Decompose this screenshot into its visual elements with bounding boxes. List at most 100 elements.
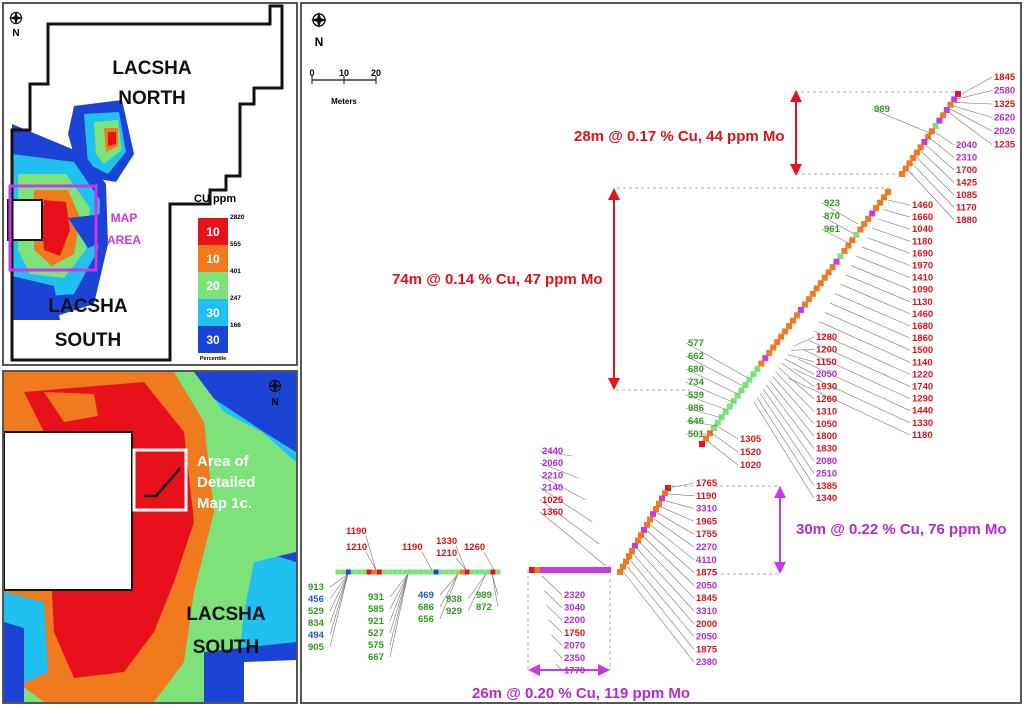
seg6bottom-label: 585 <box>368 604 385 615</box>
seg2right-label: 1040 <box>912 224 933 235</box>
seg6-trace-sample <box>433 569 439 575</box>
seg6bottom-leader <box>329 573 349 624</box>
seg4-label: 1755 <box>696 529 718 540</box>
seg6-trace-sample <box>407 569 413 575</box>
seg6bottom-label: 872 <box>476 602 492 613</box>
seg2-trace-sample <box>774 339 781 346</box>
seg6bottom-leader <box>467 573 487 600</box>
legend-title: CU ppm <box>194 193 236 205</box>
seg6bottom-label: 527 <box>368 628 384 639</box>
legend-threshold-2: 555 <box>230 241 241 248</box>
seg3right-leader <box>705 439 739 466</box>
interval-arrows <box>528 90 802 676</box>
seg2-trace-sample <box>833 258 840 265</box>
seg1-leader <box>955 90 993 100</box>
seg6top-leader <box>421 551 433 571</box>
north-label: N <box>271 397 278 408</box>
seg1-label: 2620 <box>994 113 1015 124</box>
detail-label-line2: Detailed <box>197 474 255 491</box>
seg6bottom-label: 494 <box>308 630 325 641</box>
seg2right-label: 1330 <box>912 418 933 429</box>
seg2mid-label: 1150 <box>816 357 837 368</box>
seg3left-leader <box>685 420 718 427</box>
seg5bottom-leader <box>553 649 563 659</box>
seg2-trace-sample <box>861 221 868 228</box>
seg4-label: 1190 <box>696 491 717 502</box>
seg6top-leader <box>365 535 377 571</box>
seg1-trace-sample <box>951 96 958 103</box>
seg2-trace-sample <box>825 269 832 276</box>
seg2right-label: 1460 <box>912 200 933 211</box>
seg4-trace-sample <box>656 500 662 507</box>
overview-cutout <box>7 199 43 241</box>
seg2-trace-sample <box>797 306 804 313</box>
seg3left-label: 577 <box>688 338 704 349</box>
seg5bottom-label: 2350 <box>564 653 585 664</box>
seg2mid-label: 2050 <box>816 369 837 380</box>
seg4-leader <box>634 546 695 612</box>
seg6bottom-leader <box>439 573 459 620</box>
seg5-trace-sample <box>556 567 563 573</box>
interval-label-3: 30m @ 0.22 % Cu, 76 ppm Mo <box>796 521 1007 538</box>
seg2right-leader <box>793 368 911 424</box>
seg2-trace-sample <box>853 231 860 238</box>
seg4-leader <box>667 482 695 489</box>
seg2right-leader <box>819 321 911 363</box>
north-arrow-icon <box>9 11 23 25</box>
seg2right-leader <box>861 246 911 266</box>
seg6bottom-label: 989 <box>476 590 492 601</box>
scale-tick-0: 0 <box>309 68 314 78</box>
north-arrow-icon <box>311 12 327 28</box>
seg2right-label: 1440 <box>912 406 933 417</box>
seg2right-leader <box>866 237 911 254</box>
seg2right-leader <box>824 312 911 351</box>
seg4-label: 1875 <box>696 644 718 655</box>
seg1-trace-sample <box>932 123 939 129</box>
seg6-trace-sample <box>371 569 377 575</box>
seg2right-label: 1970 <box>912 261 933 272</box>
seg1-leader <box>947 111 993 145</box>
seg6top-label: 1260 <box>464 542 485 553</box>
seg2mid-label: 1930 <box>816 382 837 393</box>
seg1-trace-sample <box>917 144 924 151</box>
seg5top-label: 2440 <box>542 446 563 457</box>
panel-detail-map: N 0 10 20 Meters 28 <box>300 2 1022 704</box>
seg6-trace-sample <box>376 569 382 575</box>
seg4-trace-sample <box>644 521 650 528</box>
seg6bottom-leader <box>467 573 487 612</box>
seg5bottom-label: 2320 <box>564 590 585 601</box>
seg1-trace-sample <box>902 165 909 172</box>
seg2right-leader <box>872 227 911 242</box>
legend-swatch-green <box>198 272 228 299</box>
seg6-trace-sample <box>428 569 434 575</box>
seg2-trace-sample <box>809 290 816 297</box>
interval-label-1: 28m @ 0.17 % Cu, 44 ppm Mo <box>574 128 785 145</box>
south-name-line2: SOUTH <box>55 330 122 351</box>
panel-zoom-map: N Area of Detailed Map 1c. LACSHA SOUTH <box>2 370 298 704</box>
seg2right-label: 1090 <box>912 285 933 296</box>
seg4-trace-sample <box>650 511 656 518</box>
seg4-trace-sample <box>653 506 659 512</box>
seg1-label: 2020 <box>994 126 1015 137</box>
seg6bottom-label: 913 <box>308 582 324 593</box>
seg6bottom-label: 938 <box>446 594 462 605</box>
interval-label-2: 74m @ 0.14 % Cu, 47 ppm Mo <box>392 271 603 288</box>
seg3left-label: 662 <box>688 351 704 362</box>
seg1-label: 1845 <box>994 72 1016 83</box>
seg2-trace-sample <box>821 274 828 281</box>
seg5top-leader <box>539 450 573 457</box>
seg6bottom-leader <box>329 573 349 612</box>
detail-area-box <box>132 448 188 512</box>
seg6bottom-label: 456 <box>308 594 324 605</box>
legend-pct-1: 10 <box>206 225 220 239</box>
legend-footer: Percentile <box>200 356 226 362</box>
seg6-trace-sample <box>366 569 372 575</box>
seg1-label: 1235 <box>994 140 1016 151</box>
seg1b-leader <box>915 156 955 196</box>
seg2right-label: 1180 <box>912 236 933 247</box>
seg1b-leader <box>911 163 955 208</box>
seg5top-leader <box>539 462 579 479</box>
legend-swatch-blue <box>198 326 228 353</box>
seg6-trace-sample <box>474 569 480 575</box>
seg2mid-label: 1260 <box>816 394 837 405</box>
